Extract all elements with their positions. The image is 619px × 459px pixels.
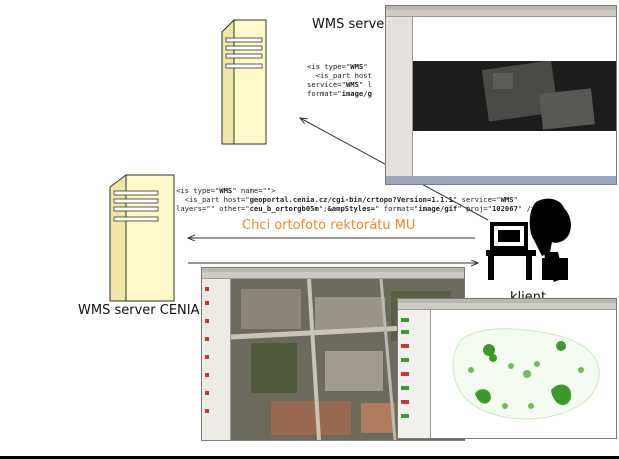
client-computer-icon bbox=[484, 196, 580, 284]
screenshot-satellite-viewer bbox=[385, 5, 617, 185]
screenshot-vegetation-map bbox=[397, 298, 617, 439]
wms-server-cenia-label: WMS server CENIA bbox=[78, 303, 200, 318]
code-snippet-cenia-request: <is type="WMS" name=""> <is_part host="g… bbox=[176, 186, 536, 213]
wms-server-top-icon bbox=[220, 18, 268, 146]
slide-bottom-border bbox=[0, 456, 619, 459]
satellite-image bbox=[413, 61, 616, 131]
wms-server-top-label: WMS server bbox=[312, 17, 390, 32]
wms-server-cenia-icon bbox=[108, 173, 178, 303]
code-snippet-top: <is type="WMS" <is_part host service="WM… bbox=[307, 62, 372, 98]
request-text: Chci ortofoto rektorátu MU bbox=[242, 218, 416, 233]
vegetation-map-canvas bbox=[431, 310, 616, 438]
